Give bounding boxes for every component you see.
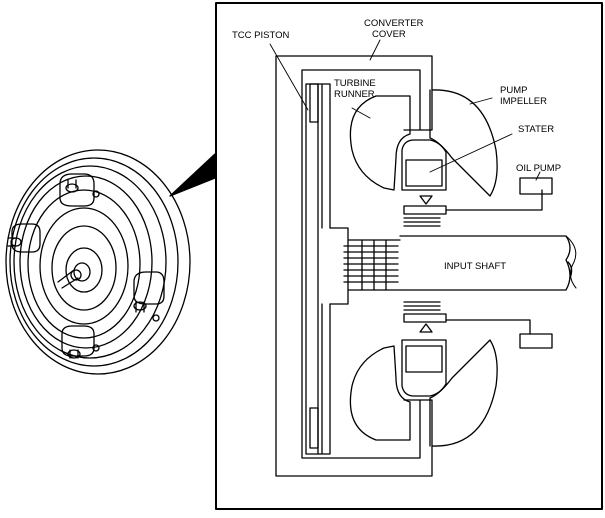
- label-oil-pump: OIL PUMP: [516, 163, 561, 174]
- label-turbine-runner-line1: TURBINE: [334, 78, 376, 89]
- label-stater: STATER: [518, 124, 554, 135]
- leader-converter-cover: [369, 39, 381, 61]
- labels: TCC PISTON CONVERTER COVER TURBINE RUNNE…: [232, 18, 561, 272]
- label-pump-impeller-line2: IMPELLER: [500, 96, 547, 107]
- tcc-piston-bottom: [309, 407, 319, 449]
- converter-hub: [73, 262, 91, 282]
- oil-pump-line-top: [445, 189, 543, 211]
- hub-splines: [343, 245, 399, 283]
- converter-rim-5: [27, 189, 141, 339]
- stator-clutch-top: [419, 195, 433, 205]
- stator-clutch-bottom: [419, 323, 433, 333]
- mounting-stud-bottom: [61, 325, 95, 359]
- stud-bolt-bottom: [92, 344, 100, 352]
- pump-impeller-bottom: [429, 339, 498, 447]
- converter-rim-6: [39, 207, 129, 325]
- label-converter-cover-line1: CONVERTER: [364, 18, 424, 29]
- oil-pump-block-bottom: [519, 333, 553, 349]
- turbine-hub: [329, 227, 401, 305]
- input-shaft: [399, 235, 571, 291]
- leader-lines: [269, 39, 541, 181]
- turbine-runner-bottom: [349, 345, 411, 441]
- label-turbine-runner-line2: RUNNER: [334, 89, 375, 100]
- tcc-piston-plate: [305, 83, 319, 455]
- converter-cross-section: [275, 55, 577, 477]
- converter-rim-3: [13, 165, 167, 359]
- mounting-stud-left: [7, 223, 41, 253]
- stator-bottom-base: [401, 339, 447, 397]
- label-input-shaft: INPUT SHAFT: [444, 261, 506, 272]
- turbine-runner-top: [349, 95, 411, 191]
- stator-top-base: [401, 139, 447, 191]
- leader-turbine-runner: [351, 107, 371, 119]
- leader-tcc-piston: [269, 43, 309, 111]
- stator-support-bottom: [403, 301, 447, 323]
- callout-wedge: [169, 153, 216, 197]
- tcc-piston-inner: [317, 83, 331, 455]
- stator-bottom: [405, 345, 443, 373]
- label-pump-impeller-line1: PUMP: [500, 85, 527, 96]
- stator-top: [405, 159, 443, 187]
- converter-hub-ring: [65, 247, 103, 293]
- tcc-piston-top: [309, 83, 319, 123]
- hub-spline-ends: [361, 239, 387, 291]
- converter-rim-outer: [5, 149, 191, 375]
- leader-oil-pump: [535, 171, 541, 181]
- leader-stater: [429, 133, 513, 173]
- oil-pump-block-top: [519, 177, 553, 195]
- converter-cover-inner: [301, 69, 421, 459]
- input-shaft-end: [565, 235, 577, 289]
- converter-external-view: [5, 149, 191, 375]
- stud-bolt-top: [92, 190, 100, 198]
- cutaway-frame: [215, 2, 603, 510]
- converter-cover-shell: [275, 55, 433, 477]
- converter-rim-2: [9, 157, 179, 367]
- leader-pump-impeller: [469, 97, 493, 105]
- oil-pump-line-bottom: [445, 319, 531, 335]
- input-shaft-break: [567, 261, 573, 279]
- converter-hub-stem: [57, 269, 79, 289]
- stud-bolt-right: [152, 314, 160, 322]
- converter-rim-7: [51, 225, 117, 311]
- mounting-stud-right: [133, 271, 165, 313]
- converter-rim-4: [19, 175, 153, 349]
- stator-support-top: [403, 205, 447, 227]
- mounting-stud-top: [59, 173, 95, 207]
- label-tcc-piston: TCC PISTON: [232, 30, 289, 41]
- pump-impeller-top: [429, 89, 498, 197]
- label-converter-cover-line2: COVER: [372, 29, 406, 40]
